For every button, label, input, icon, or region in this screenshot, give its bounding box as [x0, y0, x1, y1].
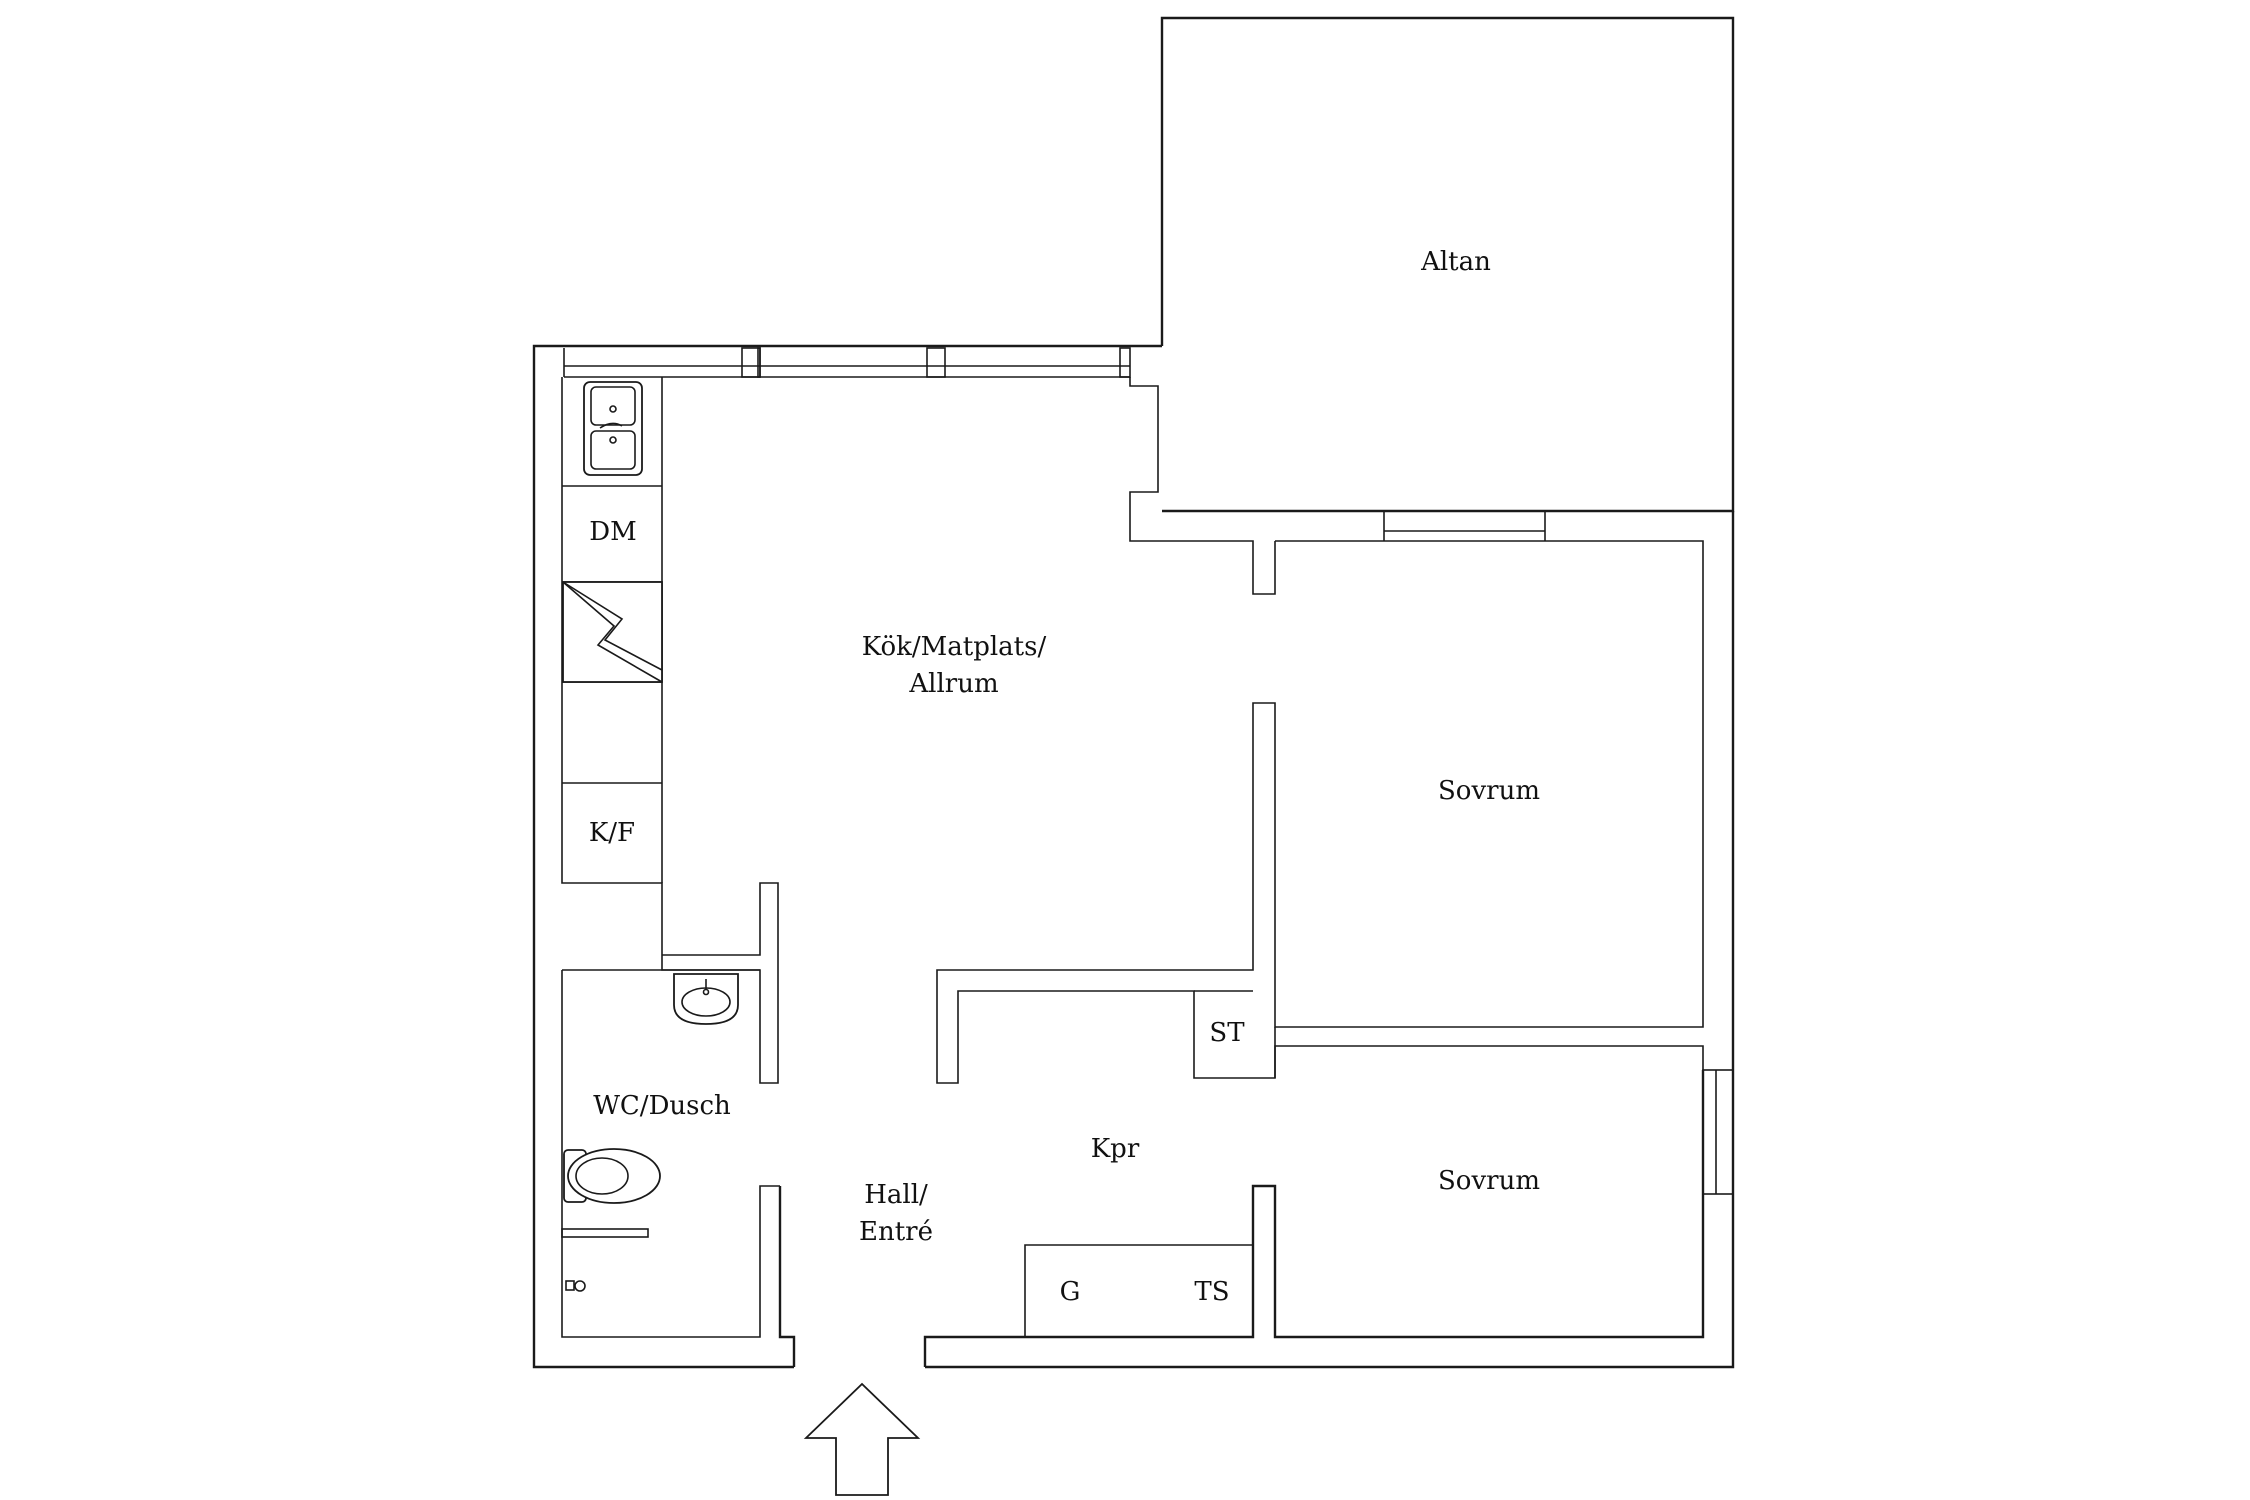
room-label-corridor: Kpr [1091, 1134, 1140, 1164]
fixture-label-dishwasher: DM [589, 517, 636, 547]
fixture-label-wardrobe: ST [1209, 1018, 1245, 1048]
entrance-arrow-icon [803, 1382, 921, 1496]
balcony-window [1383, 511, 1546, 541]
toilet-icon [563, 1148, 661, 1204]
shower-icon [565, 1280, 586, 1292]
closet-block [1024, 1244, 1253, 1337]
fixture-label-closet-g: G [1060, 1277, 1081, 1307]
outer-walls [532, 344, 1735, 1369]
stove-icon [562, 581, 663, 683]
room-label-hall-line1: Hall/ [864, 1180, 928, 1210]
room-label-bathroom: WC/Dusch [593, 1091, 731, 1121]
lower-bedroom-walls [1274, 1045, 1734, 1195]
bathroom-walls [561, 969, 780, 1338]
room-label-kitchen-line2: Allrum [908, 669, 998, 699]
room-label-kitchen-line1: Kök/Matplats/ [862, 632, 1047, 662]
upper-bedroom-walls [936, 540, 1704, 1084]
double-sink-icon [583, 381, 643, 476]
room-label-bedroom-lower: Sovrum [1438, 1166, 1540, 1196]
fixture-label-closet-ts: TS [1194, 1277, 1229, 1307]
room-label-hall-line2: Entré [859, 1217, 933, 1247]
upper-windows [563, 347, 1276, 595]
fixture-label-fridge-freezer: K/F [589, 818, 635, 848]
room-label-altan: Altan [1420, 247, 1491, 277]
balcony-outline [1160, 16, 1735, 513]
room-label-bedroom-upper: Sovrum [1438, 776, 1540, 806]
kitchen-counter [561, 377, 779, 1084]
washbasin-icon [673, 973, 739, 1025]
